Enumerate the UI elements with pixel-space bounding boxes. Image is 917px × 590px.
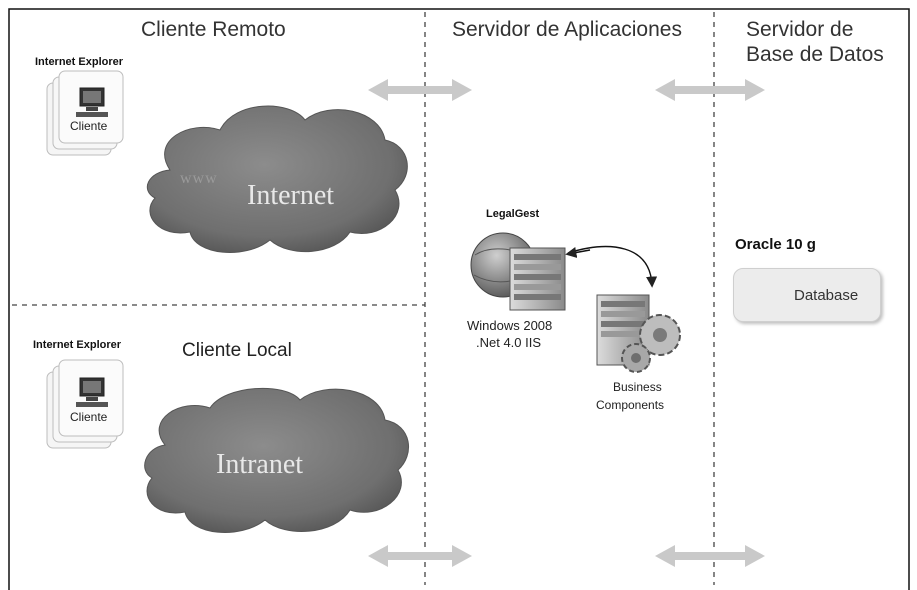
internet-cloud-label: Internet bbox=[247, 180, 335, 211]
app-server-icon bbox=[470, 232, 566, 311]
column-title-db-server-2: Base de Datos bbox=[746, 43, 884, 66]
local-client-icon bbox=[46, 359, 124, 449]
local-browser-label: Internet Explorer bbox=[33, 339, 122, 351]
business-components-icon bbox=[596, 294, 681, 373]
app-name-label: LegalGest bbox=[486, 208, 540, 220]
components-line-1: Business bbox=[613, 380, 662, 394]
local-client-label: Cliente bbox=[70, 410, 108, 424]
intranet-cloud-label: Intranet bbox=[216, 449, 304, 480]
remote-browser-label: Internet Explorer bbox=[35, 56, 124, 68]
arrow-bottom-right bbox=[655, 545, 765, 567]
outer-border bbox=[8, 8, 910, 590]
oracle-label: Oracle 10 g bbox=[735, 236, 816, 253]
platform-line-1: Windows 2008 bbox=[467, 318, 553, 333]
remote-client-icon bbox=[46, 70, 124, 156]
platform-line-2: .Net 4.0 IIS bbox=[476, 335, 542, 350]
components-line-2: Components bbox=[596, 398, 665, 412]
internet-cloud bbox=[146, 105, 408, 253]
database-box bbox=[733, 268, 881, 322]
column-title-app-server: Servidor de Aplicaciones bbox=[452, 18, 682, 41]
intranet-cloud bbox=[144, 387, 409, 533]
arrow-top-right bbox=[655, 79, 765, 101]
column-title-remote-client: Cliente Remoto bbox=[141, 18, 286, 41]
local-section-title: Cliente Local bbox=[182, 340, 292, 361]
remote-client-label: Cliente bbox=[70, 119, 108, 133]
connector-arrow-back bbox=[565, 246, 591, 259]
database-label: Database bbox=[794, 287, 859, 304]
arrow-bottom-left bbox=[368, 545, 472, 567]
column-title-db-server-1: Servidor de bbox=[746, 18, 854, 41]
connector-arrow bbox=[567, 245, 658, 288]
internet-cloud-prefix: www bbox=[180, 170, 218, 187]
arrow-top-left bbox=[368, 79, 472, 101]
